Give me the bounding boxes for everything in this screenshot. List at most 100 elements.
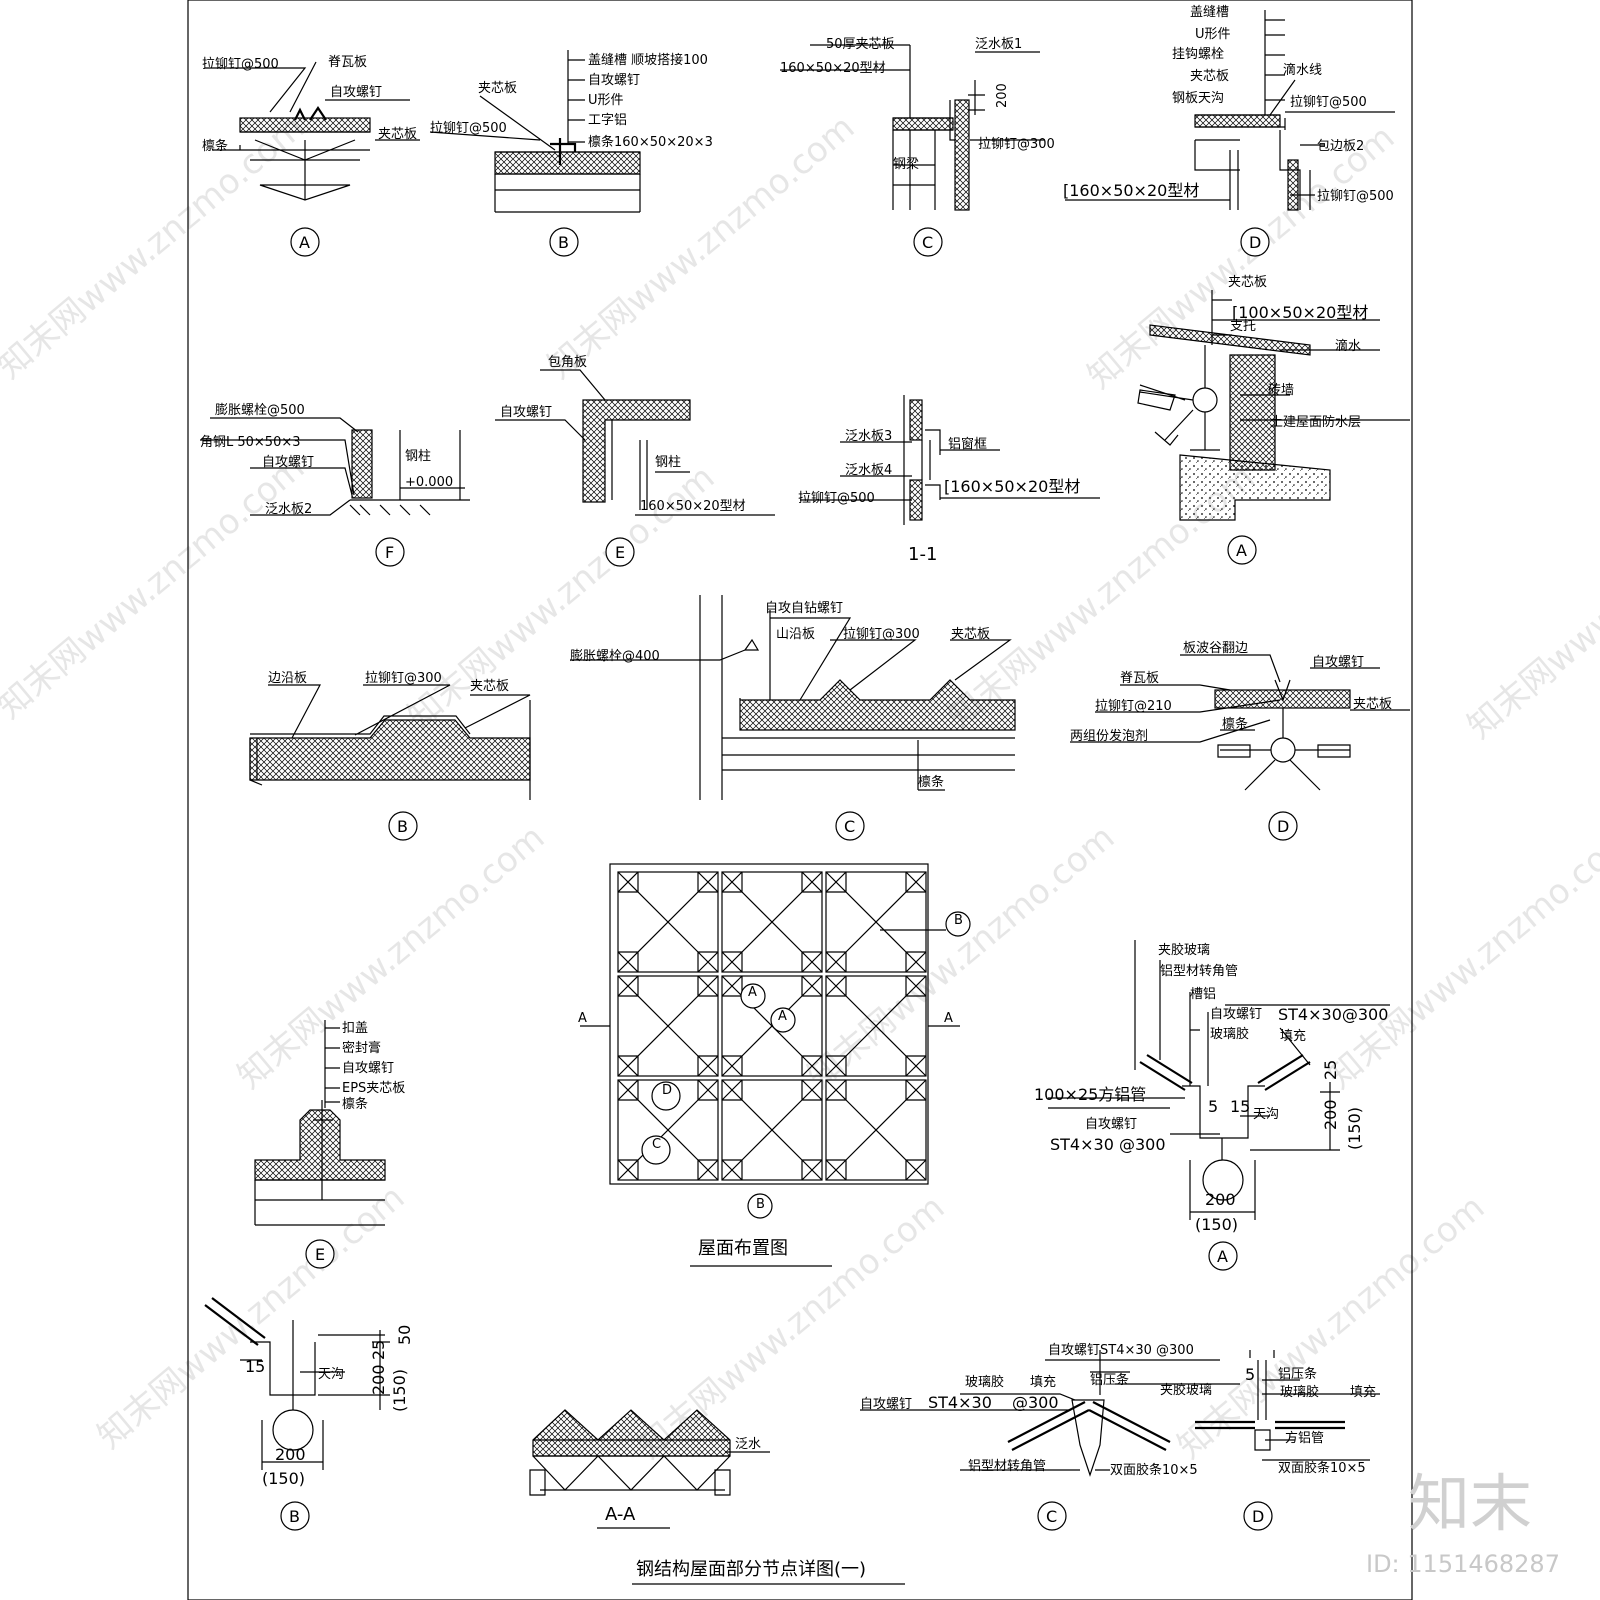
label: 方铝管 xyxy=(1285,1430,1324,1446)
label: 山沿板 xyxy=(776,627,815,642)
label: [160×50×20型材 xyxy=(1063,181,1199,200)
marker-label: C xyxy=(844,817,855,836)
plan-title: 屋面布置图 xyxy=(698,1238,788,1259)
plan-marker: B xyxy=(756,1197,765,1212)
label: 夹胶玻璃 xyxy=(1160,1382,1212,1398)
label: 两组份发泡剂 xyxy=(1070,728,1148,744)
marker-circle xyxy=(1037,1501,1067,1531)
label: (150) xyxy=(390,1369,409,1412)
detail-r4-a: 夹胶玻璃 铝型材转角管 槽铝 自攻螺钉 ST4×30@300 玻璃胶 填充 10… xyxy=(1034,940,1390,1271)
label: ST4×30 @300 xyxy=(1050,1135,1166,1154)
label: 脊瓦板 xyxy=(328,55,367,70)
label: 拉铆钉@300 xyxy=(365,671,442,686)
label: 夹芯板 xyxy=(478,81,517,96)
label: 泛水板4 xyxy=(845,463,892,478)
label: ST4×30@300 xyxy=(1278,1005,1388,1024)
marker-circle xyxy=(1243,1501,1273,1531)
plan-marker: A xyxy=(748,985,757,1000)
plan-cell xyxy=(721,871,823,973)
plan-cell xyxy=(825,1079,927,1181)
label: 夹芯板 xyxy=(1353,697,1392,712)
roof-plan: A A B A A D C B 屋面布置图 xyxy=(578,863,971,1267)
plan-cell xyxy=(825,975,927,1077)
label: 泛水板1 xyxy=(975,37,1022,52)
label: 填充 xyxy=(1280,1028,1306,1044)
label: 玻璃胶 xyxy=(1280,1384,1319,1400)
marker-circle xyxy=(1268,811,1298,841)
label: 200 xyxy=(275,1445,306,1464)
detail-r3-c: 自攻自钻螺钉 山沿板 拉铆钉@300 夹芯板 膨胀螺栓@400 檩条 C xyxy=(570,595,1016,841)
watermark-text: 知末网www.znzmo.com xyxy=(800,817,1122,1096)
label: 自攻螺钉 xyxy=(262,455,314,470)
label: 铝窗框 xyxy=(948,436,987,452)
label: 50厚夹芯板 xyxy=(826,37,895,52)
marker-circle xyxy=(605,537,635,567)
label: 扣盖 xyxy=(342,1021,368,1036)
label: 铝压条 xyxy=(1278,1366,1317,1382)
label: 膨胀螺栓@400 xyxy=(570,649,660,664)
label: 160×50×20型材 xyxy=(780,61,886,76)
label: 包角板 xyxy=(548,355,587,370)
marker-circle xyxy=(549,227,579,257)
label: 铝型材转角管 xyxy=(968,1459,1046,1474)
label: 钢柱 xyxy=(655,455,681,470)
label: (150) xyxy=(1345,1107,1364,1150)
watermark-text: 知末网www.znzmo.com xyxy=(230,817,552,1096)
label: 檩条 xyxy=(342,1096,368,1112)
marker-label: B xyxy=(397,817,408,836)
label: 滴水线 xyxy=(1283,62,1322,78)
label: 玻璃胶 xyxy=(965,1374,1004,1390)
label: [160×50×20型材 xyxy=(944,477,1080,496)
label: 铝型材转角管 xyxy=(1160,964,1238,979)
label: 5 xyxy=(1208,1097,1218,1116)
marker-circle xyxy=(388,811,418,841)
detail-r1-c: 50厚夹芯板 泛水板1 160×50×20型材 200 拉铆钉@300 钢梁 C xyxy=(780,37,1055,257)
label: 挂钩螺栓 xyxy=(1172,47,1224,62)
marker-circle xyxy=(1227,535,1257,565)
label: 密封膏 xyxy=(342,1040,381,1056)
sheet-border xyxy=(187,0,1413,1600)
label: (150) xyxy=(262,1469,305,1488)
label: 槽铝 xyxy=(1190,987,1216,1002)
label: 角钢L 50×50×3 xyxy=(200,435,301,450)
label: 200 xyxy=(995,83,1010,108)
label: 檩条 xyxy=(202,138,228,154)
watermark-text: 知末网www.znzmo.com xyxy=(0,107,312,386)
detail-r2-e: 包角板 自攻螺钉 钢柱 160×50×20型材 E xyxy=(495,355,775,567)
label: 边沿板 xyxy=(268,671,307,686)
brand-id: ID: 1151468287 xyxy=(1366,1550,1560,1578)
watermark-text: 知末网www.znzmo.com xyxy=(630,1187,952,1466)
label: 夹芯板 xyxy=(378,127,417,142)
plan-cell xyxy=(617,975,719,1077)
label: 板波谷翻边 xyxy=(1183,641,1248,656)
plan-side-label: A xyxy=(944,1011,953,1026)
label: 200 xyxy=(369,1364,388,1395)
label: 天沟 xyxy=(1253,1107,1279,1122)
label: 25 xyxy=(1321,1060,1340,1080)
label: 自攻螺钉 xyxy=(500,405,552,420)
label: 拉铆钉@500 xyxy=(1290,95,1367,110)
label: 泛水 xyxy=(735,1437,761,1452)
label: 100×25方铝管 xyxy=(1034,1085,1146,1104)
label: 自攻螺钉 xyxy=(1210,1007,1262,1022)
label: [100×50×20型材 xyxy=(1232,303,1368,322)
label: 50 xyxy=(395,1325,414,1345)
label: U形件 xyxy=(588,93,624,108)
label: 拉铆钉@300 xyxy=(978,137,1055,152)
label: 檩条 xyxy=(918,774,944,790)
label: 脊瓦板 xyxy=(1120,671,1159,686)
label: 5 xyxy=(1245,1365,1255,1384)
label: 160×50×20型材 xyxy=(640,499,746,514)
marker-label: A xyxy=(1236,541,1247,560)
plan-side-label: A xyxy=(578,1011,587,1026)
marker-label: A xyxy=(1217,1247,1228,1266)
plan-cell xyxy=(825,871,927,973)
label: 拉铆钉@500 xyxy=(798,491,875,506)
marker-label: A xyxy=(299,233,310,252)
label: ST4×30 xyxy=(928,1393,992,1412)
label: 檩条 xyxy=(1222,716,1248,732)
label: 双面胶条10×5 xyxy=(1278,1460,1366,1476)
label: 盖缝槽 顺坡搭接100 xyxy=(588,52,708,68)
marker-label: C xyxy=(922,233,933,252)
